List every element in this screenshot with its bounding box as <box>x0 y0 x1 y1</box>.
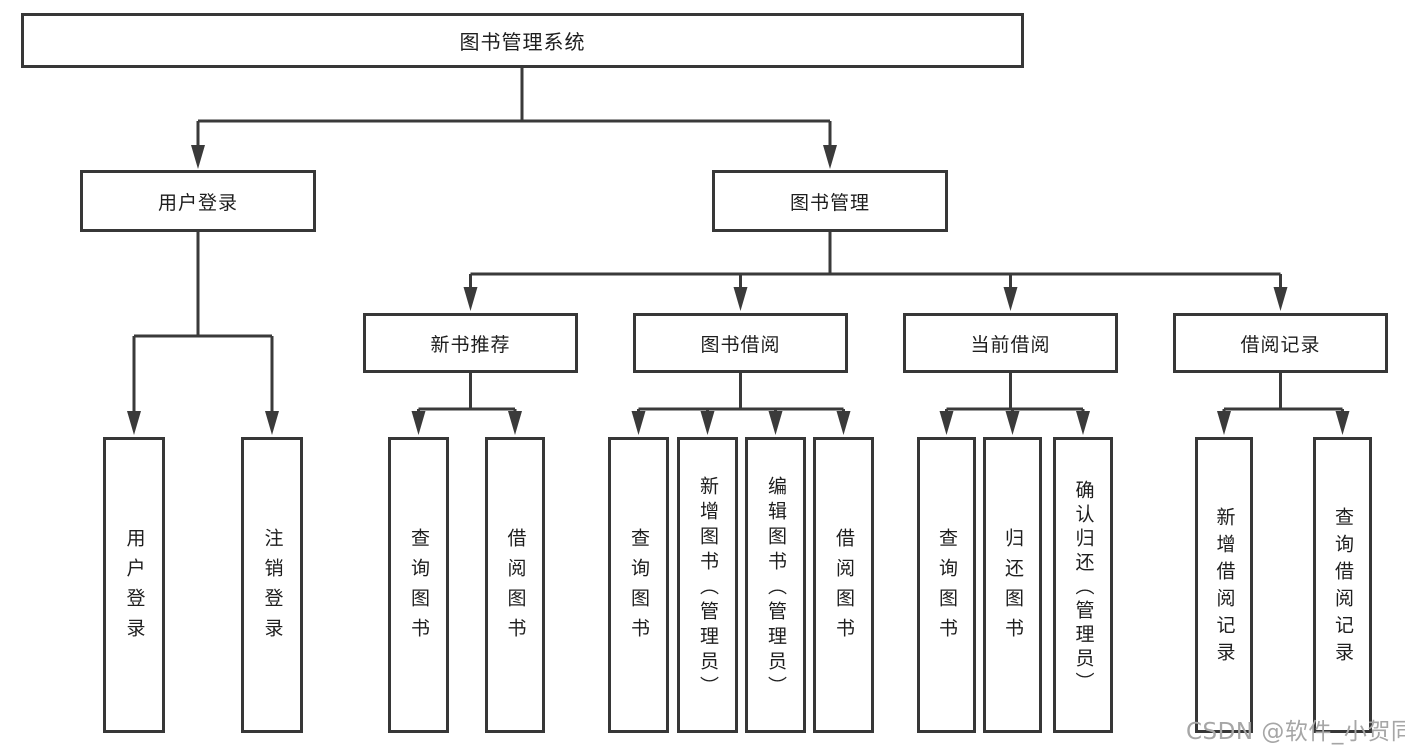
leaf-return-books: 归还图书 <box>983 437 1042 733</box>
connector-bookmgmt-to-level3 <box>463 232 1288 311</box>
leaf-query-borrow-record: 查询借阅记录 <box>1313 437 1372 733</box>
connector-borrowrecords-to-leaves <box>1217 373 1350 435</box>
leaf-add-book-admin: 新增图书（管理员） <box>677 437 738 733</box>
node-user-login: 用户登录 <box>80 170 316 232</box>
connector-root-to-level2 <box>191 68 837 169</box>
csdn-watermark: CSDN @软件_小贺同学 <box>1186 719 1405 745</box>
connector-bookborrow-to-leaves <box>631 373 851 435</box>
leaf-confirm-return-admin: 确认归还（管理员） <box>1053 437 1113 733</box>
leaf-add-borrow-record: 新增借阅记录 <box>1195 437 1253 733</box>
node-book-borrowing: 图书借阅 <box>633 313 848 373</box>
leaf-newbook-borrow-books: 借阅图书 <box>485 437 545 733</box>
node-borrowing-records: 借阅记录 <box>1173 313 1388 373</box>
leaf-edit-book-admin: 编辑图书（管理员） <box>745 437 806 733</box>
connector-userlogin-to-leaves <box>127 232 279 435</box>
node-current-borrowing: 当前借阅 <box>903 313 1118 373</box>
leaf-user-login: 用户登录 <box>103 437 165 733</box>
connector-newbook-to-leaves <box>411 373 522 435</box>
node-book-management: 图书管理 <box>712 170 948 232</box>
leaf-newbook-query-books: 查询图书 <box>388 437 449 733</box>
node-new-book-recommendation: 新书推荐 <box>363 313 578 373</box>
connector-currentborrow-to-leaves <box>939 373 1090 435</box>
leaf-logout: 注销登录 <box>241 437 303 733</box>
leaf-current-query-books: 查询图书 <box>917 437 976 733</box>
leaf-borrow-borrow-books: 借阅图书 <box>813 437 874 733</box>
node-root-library-system: 图书管理系统 <box>21 13 1024 68</box>
leaf-borrow-query-books: 查询图书 <box>608 437 669 733</box>
